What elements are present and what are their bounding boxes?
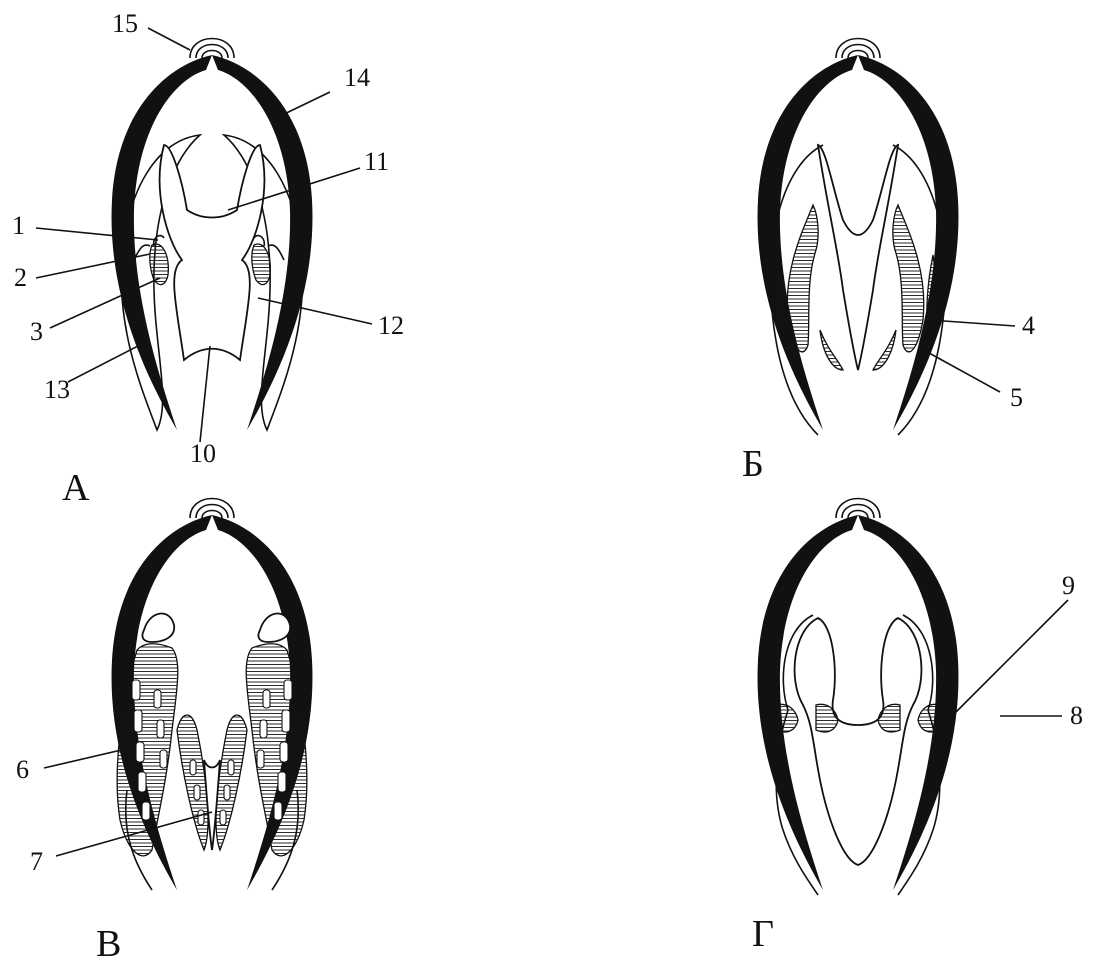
nectary-left-outer xyxy=(776,704,798,732)
nectary-right-inner xyxy=(878,704,900,732)
label-9: 9 xyxy=(1062,571,1075,600)
central-pistil xyxy=(795,618,922,865)
panel-letter-g: Г xyxy=(752,913,774,955)
label-4: 4 xyxy=(1022,311,1035,340)
central-body xyxy=(160,145,265,360)
central-pistil xyxy=(818,145,898,370)
nectary-left-inner xyxy=(816,704,838,732)
stamen-group-left xyxy=(787,205,818,352)
panel-a xyxy=(112,39,313,431)
label-3: 3 xyxy=(30,317,43,346)
label-10: 10 xyxy=(190,439,216,468)
anther-cap-left xyxy=(142,614,174,642)
label-15: 15 xyxy=(112,9,138,38)
panel-b xyxy=(758,39,959,436)
label-14: 14 xyxy=(344,63,370,92)
label-5: 5 xyxy=(1010,383,1023,412)
label-8: 8 xyxy=(1070,701,1083,730)
panel-letter-a: А xyxy=(62,467,90,509)
stamen-group-right xyxy=(893,205,924,352)
panel-g xyxy=(758,499,959,896)
anther-cap-right xyxy=(258,614,290,642)
label-6: 6 xyxy=(16,755,29,784)
label-2: 2 xyxy=(14,263,27,292)
panel-letter-b: Б xyxy=(742,443,764,485)
primordium-right xyxy=(252,244,270,285)
label-1: 1 xyxy=(12,211,25,240)
label-11: 11 xyxy=(364,147,389,176)
nectary-right-outer xyxy=(918,704,940,732)
label-7: 7 xyxy=(30,847,43,876)
label-13: 13 xyxy=(44,375,70,404)
panel-letter-v: В xyxy=(96,923,121,961)
number-labels: 15 14 11 1 2 3 12 13 10 4 5 6 7 9 8 xyxy=(12,9,1083,876)
label-12: 12 xyxy=(378,311,404,340)
